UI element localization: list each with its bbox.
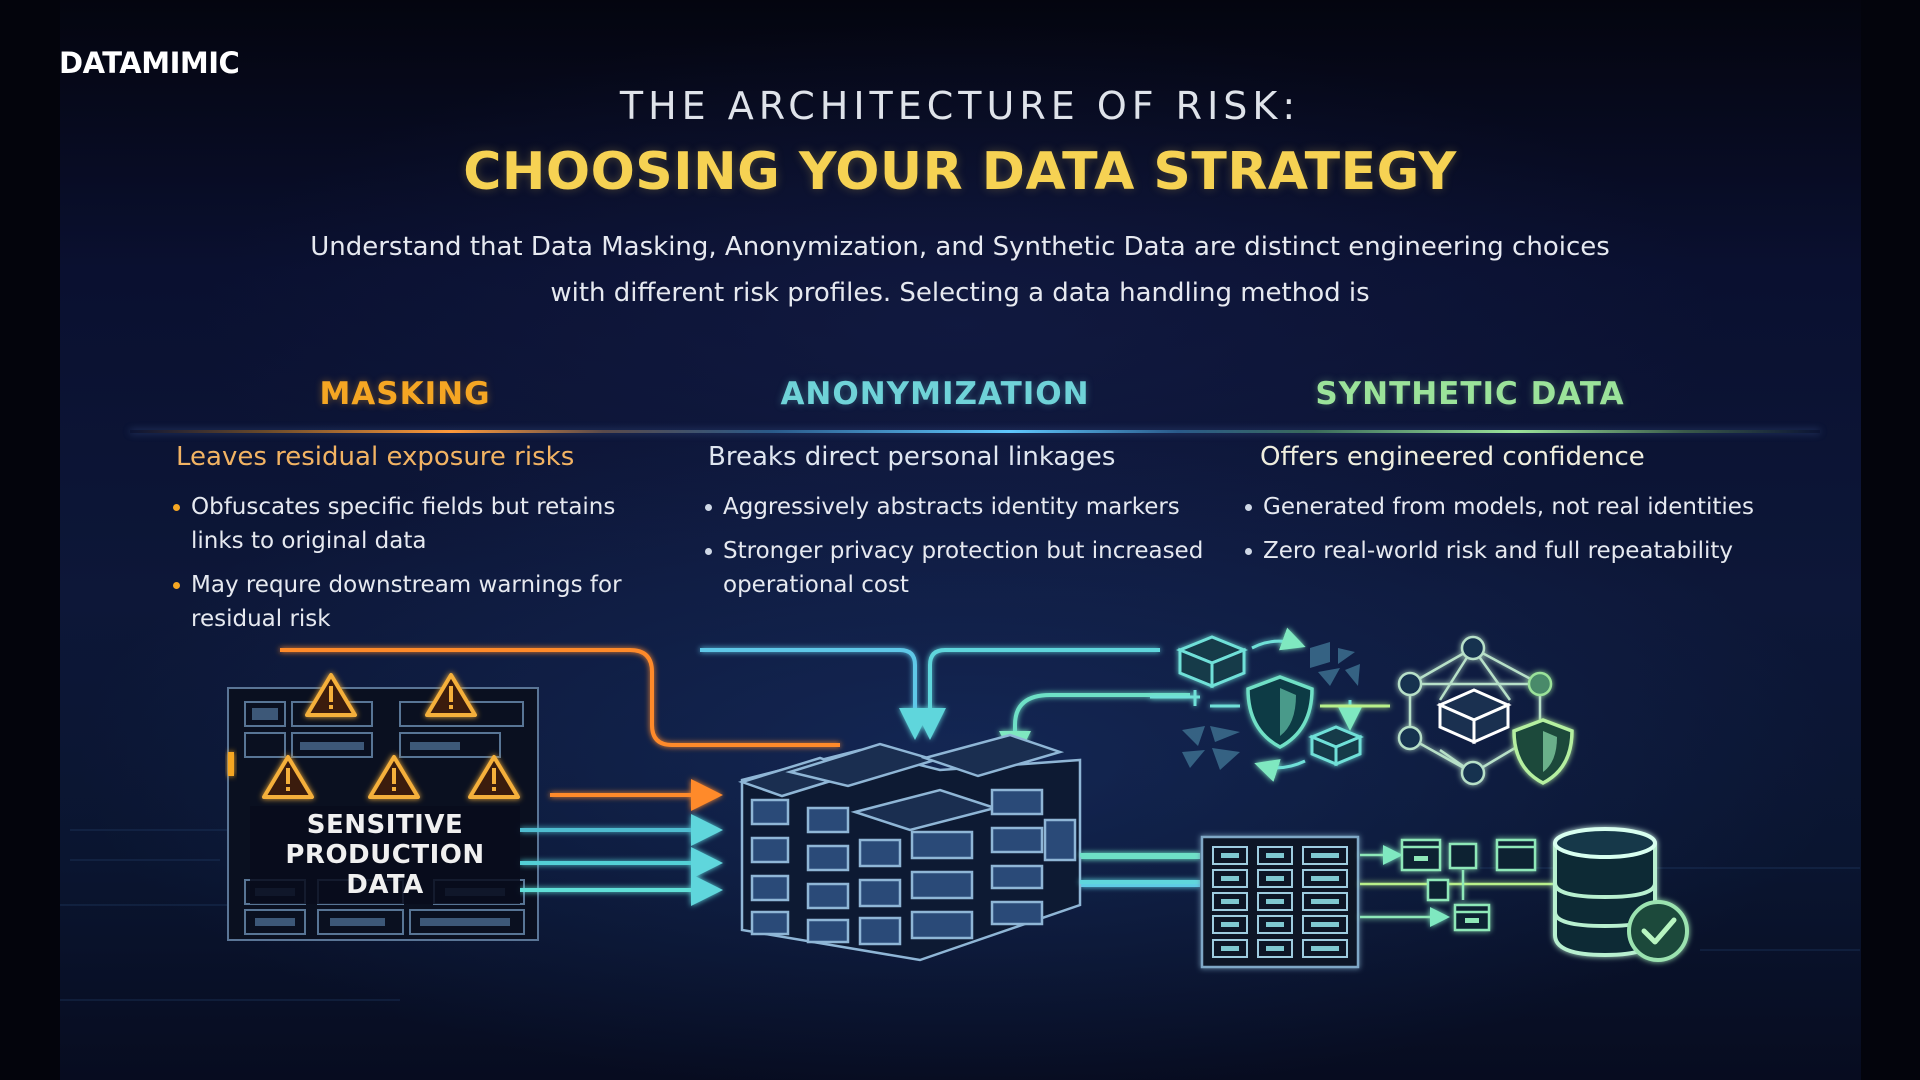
sensitive-production-data-label: SENSITIVE PRODUCTION DATA: [250, 806, 520, 904]
page-kicker: THE ARCHITECTURE OF RISK:: [619, 84, 1301, 128]
intro-text: Understand that Data Masking, Anonymizat…: [0, 224, 1920, 316]
masking-heading: MASKING: [319, 376, 491, 412]
list-item: Zero real-world risk and full repeatabil…: [1245, 534, 1785, 568]
bullet-dot-icon: [173, 504, 180, 511]
datamimic-logo: DATAMIMIC: [59, 46, 240, 80]
section-divider: [130, 430, 1820, 433]
bullet-dot-icon: [173, 582, 180, 589]
shard-fragments-icon: [1182, 642, 1360, 770]
list-item: Stronger privacy protection but increase…: [705, 534, 1205, 602]
cube-transform-icon: [1150, 627, 1390, 782]
anonymization-heading: ANONYMIZATION: [780, 376, 1090, 412]
flow-chart-icon: [1360, 838, 1555, 932]
database-check-icon: [1553, 827, 1689, 962]
list-item: Generated from models, not real identiti…: [1245, 490, 1785, 524]
masking-subheading: Leaves residual exposure risks: [176, 442, 575, 472]
synthetic-bullets: Generated from models, not real identiti…: [1245, 490, 1785, 578]
shield-icon: [1246, 675, 1314, 749]
bullet-dot-icon: [1245, 548, 1252, 555]
list-item: Aggressively abstracts identity markers: [705, 490, 1205, 524]
circuit-lines: [60, 829, 1860, 1001]
bullet-dot-icon: [705, 548, 712, 555]
page-title: CHOOSING YOUR DATA STRATEGY: [463, 142, 1457, 202]
synthetic-data-heading: SYNTHETIC DATA: [1315, 376, 1625, 412]
intro-line-1: Understand that Data Masking, Anonymizat…: [310, 232, 1610, 262]
bullet-dot-icon: [1245, 504, 1252, 511]
anonymization-bullets: Aggressively abstracts identity markers …: [705, 490, 1205, 612]
shield-green-icon: [1512, 718, 1574, 785]
list-item: May requre downstream warnings for resid…: [173, 568, 643, 636]
server-cluster-icon: [737, 733, 1082, 962]
bullet-dot-icon: [705, 504, 712, 511]
intro-line-2: with different risk profiles. Selecting …: [550, 278, 1370, 308]
warning-icon: [262, 673, 520, 799]
output-flows: [1080, 853, 1200, 884]
anonymization-subheading: Breaks direct personal linkages: [708, 442, 1116, 472]
cube-icon: [1436, 688, 1512, 745]
synthetic-subheading: Offers engineered confidence: [1260, 442, 1645, 472]
list-item: Obfuscates specific fields but retains l…: [173, 490, 643, 558]
data-table-icon: [1200, 835, 1360, 969]
network-graph-icon: [1397, 635, 1553, 786]
masking-bullets: Obfuscates specific fields but retains l…: [173, 490, 643, 646]
